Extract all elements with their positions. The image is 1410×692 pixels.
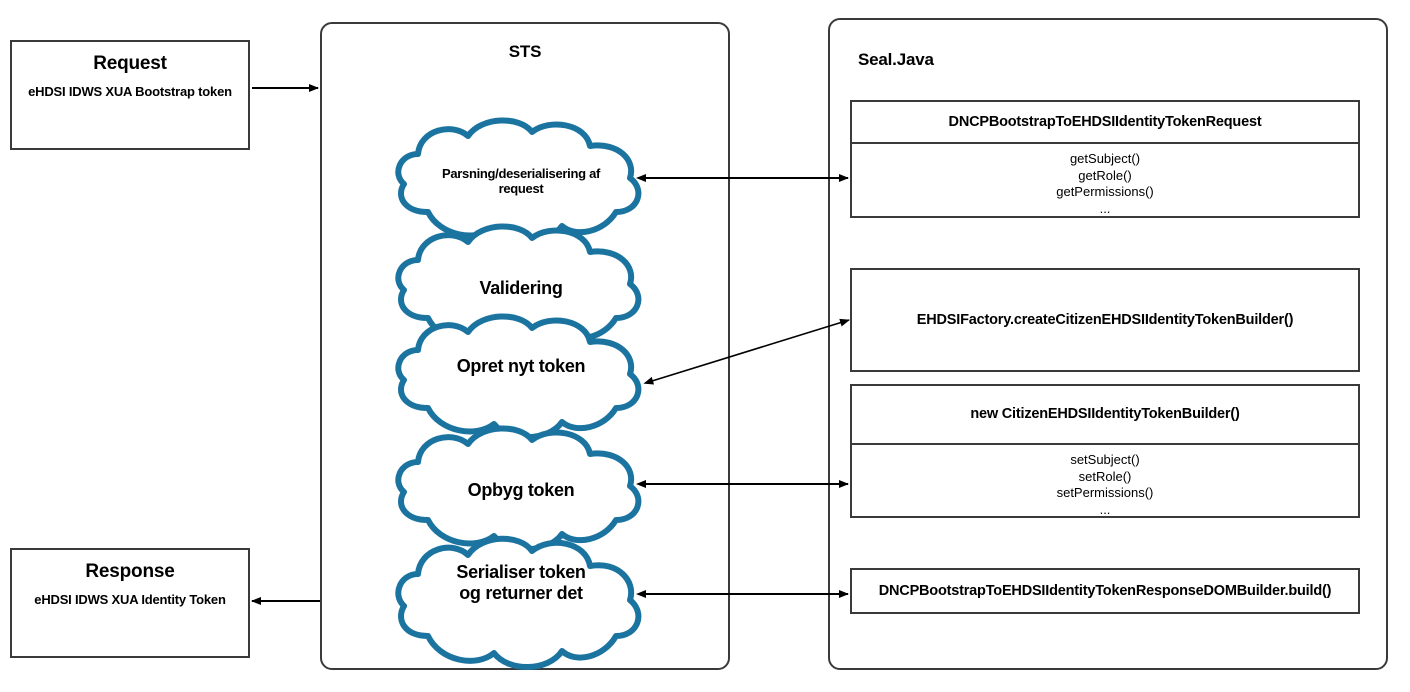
- response-subtitle: eHDSI IDWS XUA Identity Token: [34, 591, 226, 607]
- cloud-serialiser-token[interactable]: Serialiser token og returner det: [390, 534, 652, 674]
- uml-box-new-builder[interactable]: new CitizenEHDSIIdentityTokenBuilder() s…: [850, 384, 1360, 518]
- cloud-label-1: Validering: [479, 278, 563, 298]
- cloud-label-3: Opbyg token: [467, 480, 575, 500]
- cloud-parsning-deserialisering[interactable]: Parsning/deserialisering af request: [390, 116, 652, 248]
- response-title: Response: [85, 561, 175, 582]
- uml-box-factory-create[interactable]: EHDSIFactory.createCitizenEHDSIIdentityT…: [850, 268, 1360, 372]
- uml-box-request-class[interactable]: DNCPBootstrapToEHDSIIdentityTokenRequest…: [850, 100, 1360, 218]
- uml-member: setSubject(): [1070, 452, 1140, 467]
- cloud-opbyg-token[interactable]: Opbyg token: [390, 424, 652, 556]
- request-subtitle: eHDSI IDWS XUA Bootstrap token: [28, 83, 232, 99]
- cloud-shape-icon: [395, 535, 642, 670]
- request-box[interactable]: Request eHDSI IDWS XUA Bootstrap token: [10, 40, 250, 150]
- uml-title-0: DNCPBootstrapToEHDSIIdentityTokenRequest: [948, 113, 1262, 130]
- uml-title-1: EHDSIFactory.createCitizenEHDSIIdentityT…: [916, 311, 1294, 328]
- uml-member: setPermissions(): [1056, 485, 1154, 501]
- cloud-label-0: Parsning/deserialisering af request: [441, 166, 601, 197]
- request-title: Request: [93, 53, 167, 74]
- seal-java-lane-title: Seal.Java: [858, 50, 934, 69]
- uml-title-3: DNCPBootstrapToEHDSIIdentityTokenRespons…: [878, 582, 1332, 599]
- cloud-label-4: Serialiser token og returner det: [456, 562, 586, 604]
- uml-member: setRole(): [1078, 468, 1132, 484]
- uml-member: ...: [1099, 200, 1111, 216]
- response-box[interactable]: Response eHDSI IDWS XUA Identity Token: [10, 548, 250, 658]
- uml-member: getPermissions(): [1056, 184, 1154, 200]
- uml-title-2: new CitizenEHDSIIdentityTokenBuilder(): [970, 406, 1240, 423]
- uml-box-response-dombuilder[interactable]: DNCPBootstrapToEHDSIIdentityTokenRespons…: [850, 568, 1360, 614]
- sts-lane-title: STS: [508, 42, 542, 61]
- uml-member: getRole(): [1078, 167, 1132, 183]
- uml-members-0: getSubject() getRole() getPermissions() …: [852, 142, 1358, 218]
- uml-member: getSubject(): [1069, 151, 1141, 166]
- cloud-label-2: Opret nyt token: [456, 356, 586, 376]
- uml-member: ...: [1099, 501, 1111, 517]
- uml-members-2: setSubject() setRole() setPermissions() …: [852, 443, 1358, 518]
